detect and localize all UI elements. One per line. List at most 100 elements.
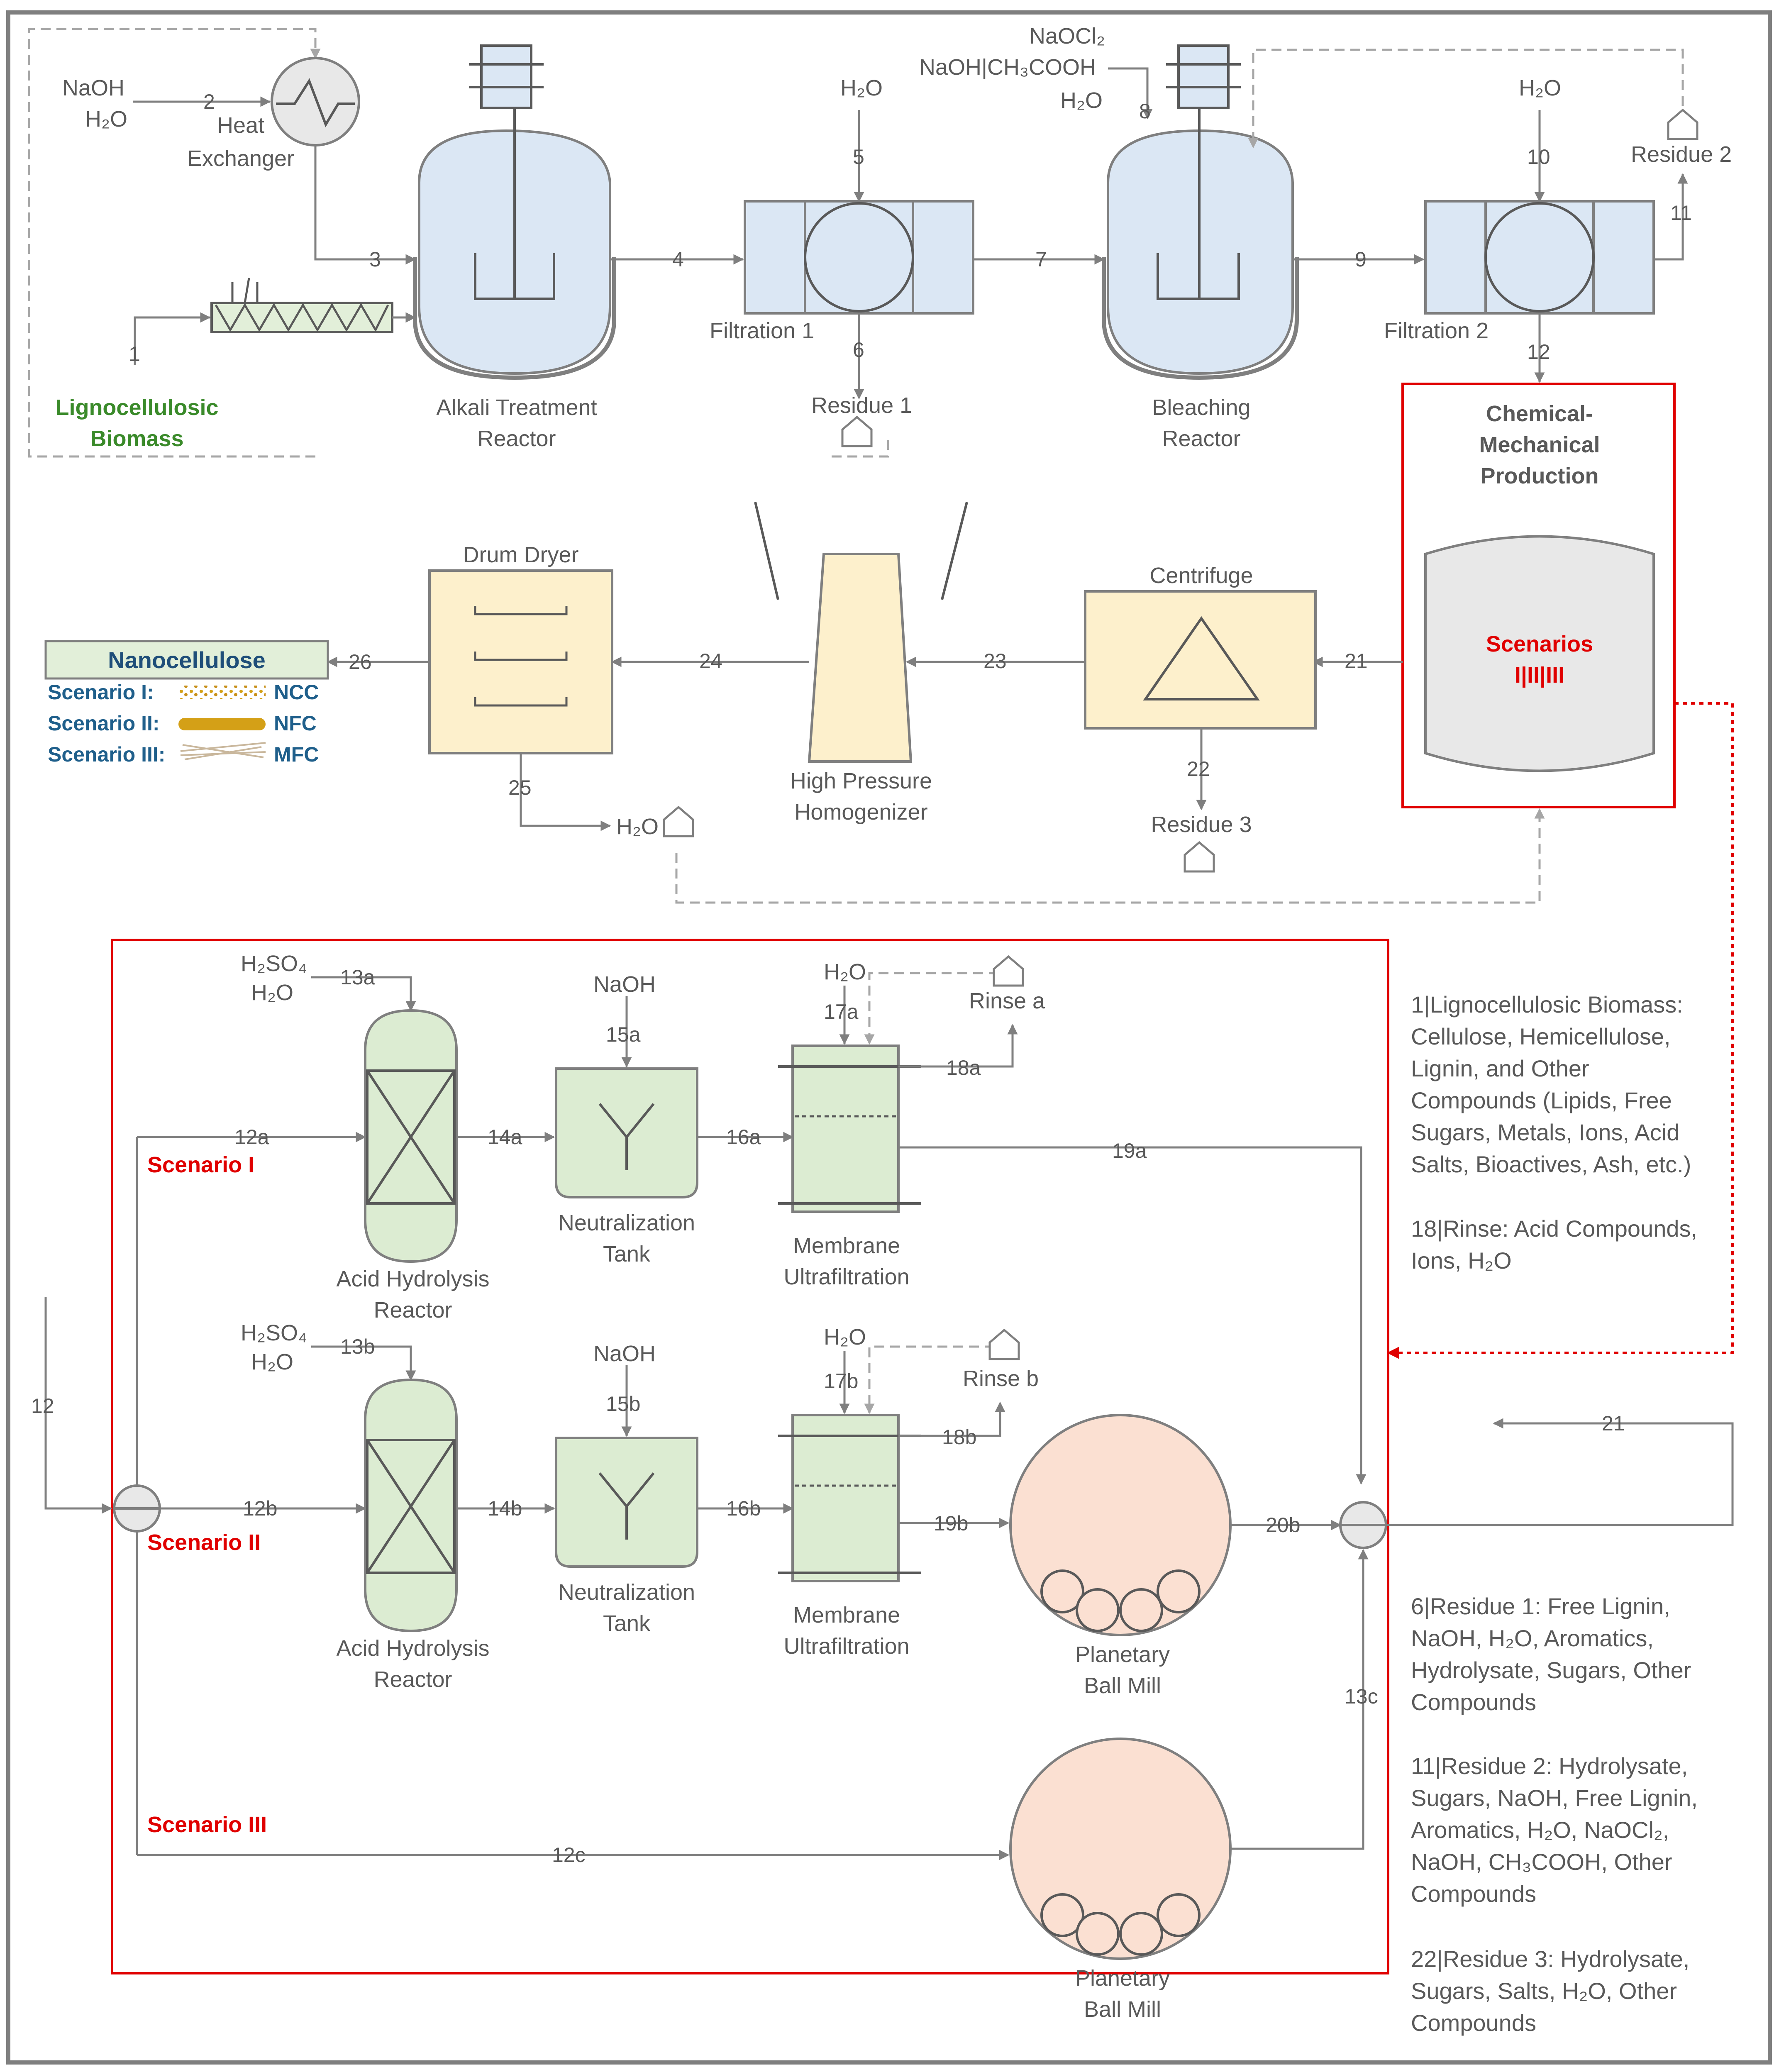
filtration2-label: Filtration 2: [1384, 318, 1489, 343]
stream-19a-line: [898, 1146, 1367, 1485]
planetary-ball-mill-c: [1009, 1738, 1232, 1960]
filt2-h2o: H₂O: [1519, 76, 1561, 100]
stream-1-line: [134, 312, 211, 365]
ncc-icon: [178, 686, 266, 699]
neutralization-b-label-2: Tank: [603, 1611, 651, 1636]
mixer: [1339, 1501, 1387, 1549]
note-residue1: 6|Residue 1: Free Lignin, NaOH, H₂O, Aro…: [1411, 1593, 1691, 1715]
note-6-line-2: NaOH, H₂O, Aromatics,: [1411, 1625, 1654, 1651]
scenarios-vessel: [1424, 535, 1655, 772]
feed-label-2: Biomass: [90, 426, 183, 451]
stream-16b-label: 16b: [726, 1497, 761, 1520]
residue2-icon: [1667, 108, 1698, 140]
stream-14b-label: 14b: [488, 1497, 522, 1520]
stream-23-label: 23: [983, 649, 1007, 673]
residue2-label: Residue 2: [1631, 142, 1732, 167]
centrifuge-label: Centrifuge: [1149, 563, 1253, 588]
rinse-b-icon: [988, 1328, 1020, 1360]
stream-12a-label: 12a: [234, 1125, 269, 1149]
screw-feeder: [210, 278, 393, 333]
splitter: [113, 1484, 161, 1533]
scenario-II-label: Scenario II: [147, 1530, 261, 1555]
membrane-ultrafiltration-b: [778, 1414, 921, 1582]
acid-a-h2so4: H₂SO₄: [241, 951, 307, 976]
stream-7-label: 7: [1035, 248, 1047, 271]
note-18-line-2: Ions, H₂O: [1411, 1247, 1512, 1274]
stream-18a-line: [898, 1024, 1018, 1068]
stream-17b-label: 17b: [824, 1369, 858, 1393]
filtration1-label: Filtration 1: [710, 318, 814, 343]
h2o-out-icon: [663, 805, 694, 837]
stream-12-main-line: [44, 1297, 112, 1514]
stream-25-line: [520, 753, 611, 831]
scenarios-label-1: Scenarios: [1486, 632, 1593, 656]
nanocellulose-box: [44, 640, 329, 680]
heat-exchanger-label-2: Exchanger: [187, 146, 294, 171]
stream-15a-label: 15a: [606, 1023, 641, 1046]
bleach-naocl2: NaOCl₂: [1029, 24, 1105, 49]
neutralization-a-label-2: Tank: [603, 1242, 651, 1267]
stream-18b-line: [898, 1401, 1005, 1437]
stream-11-label: 11: [1670, 201, 1692, 225]
note-22-line-3: Compounds: [1411, 2010, 1536, 2036]
heat-exchanger: [271, 57, 360, 146]
residue2-recycle: [1248, 49, 1684, 149]
stream-21-label: 21: [1345, 649, 1368, 673]
membrane-ultrafiltration-a: [778, 1045, 921, 1213]
drum-dryer-label: Drum Dryer: [463, 542, 579, 567]
note-11-line-5: Compounds: [1411, 1881, 1536, 1907]
residue1-recycle: [826, 440, 889, 458]
stream-10-label: 10: [1527, 145, 1550, 168]
stream-14a-label: 14a: [488, 1125, 522, 1149]
stream-15b-label: 15b: [606, 1392, 640, 1416]
membrane-b-label-2: Ultrafiltration: [783, 1634, 909, 1659]
stream-16a-label: 16a: [726, 1125, 761, 1149]
centrifuge: [1084, 590, 1317, 730]
neutralization-a-label-1: Neutralization: [558, 1210, 695, 1235]
stream-20b-label: 20b: [1266, 1513, 1300, 1537]
note-11-line-2: Sugars, NaOH, Free Lignin,: [1411, 1785, 1698, 1811]
note-6-line-3: Hydrolysate, Sugars, Other: [1411, 1657, 1691, 1683]
note-22-line-1: 22|Residue 3: Hydrolysate,: [1411, 1946, 1689, 1972]
residue3-label: Residue 3: [1151, 812, 1252, 837]
stream-9-label: 9: [1355, 248, 1367, 271]
planetary-ball-mill-b: [1009, 1414, 1232, 1636]
h2o-input: H₂O: [85, 107, 127, 132]
note-11-line-1: 11|Residue 2: Hydrolysate,: [1411, 1753, 1688, 1779]
stream-13b-line: [311, 1345, 416, 1381]
heat-exchanger-label-1: Heat: [217, 113, 264, 138]
stream-17a-label: 17a: [824, 1000, 859, 1023]
high-pressure-homogenizer: [754, 502, 968, 763]
scenarios-label-2: I|II|III: [1515, 663, 1564, 688]
scenarios-link: [1387, 702, 1734, 1359]
acid-hydrolysis-reactor-a: [364, 1009, 458, 1263]
feed-label-1: Lignocellulosic: [55, 395, 218, 420]
bleaching-label-1: Bleaching: [1152, 395, 1250, 420]
bleaching-reactor: [1102, 44, 1299, 380]
stream-13a-line: [311, 976, 416, 1012]
note-1-line-2: Cellulose, Hemicellulose,: [1411, 1023, 1671, 1049]
membrane-a-label-1: Membrane: [793, 1233, 900, 1258]
product-row-3-scenario: Scenario III:: [48, 743, 165, 766]
filt1-h2o: H₂O: [840, 76, 883, 100]
note-6-line-1: 6|Residue 1: Free Lignin,: [1411, 1593, 1670, 1619]
product-row-2-type: NFC: [274, 712, 317, 735]
stream-24-label: 24: [699, 649, 722, 673]
stream-12c-label: 12c: [552, 1843, 586, 1867]
neutralization-tank-b: [555, 1437, 698, 1568]
filtration-1: [744, 200, 974, 315]
stream-26-label: 26: [349, 650, 372, 674]
chem-mech-label-2: Mechanical: [1479, 432, 1600, 457]
alkali-label-1: Alkali Treatment: [436, 395, 597, 420]
stream-13a-label: 13a: [340, 966, 375, 989]
note-1-line-6: Salts, Bioactives, Ash, etc.): [1411, 1151, 1691, 1177]
note-22-line-2: Sugars, Salts, H₂O, Other: [1411, 1978, 1677, 2004]
note-biomass: 1|Lignocellulosic Biomass: Cellulose, He…: [1411, 991, 1691, 1177]
acid-a-label-1: Acid Hydrolysis: [336, 1267, 489, 1291]
stream-13c-label: 13c: [1345, 1685, 1378, 1708]
stream-2-label: 2: [203, 90, 215, 113]
note-residue3: 22|Residue 3: Hydrolysate, Sugars, Salts…: [1411, 1946, 1689, 2036]
rinse-b-label: Rinse b: [963, 1366, 1039, 1391]
mfc-icon: [180, 742, 266, 760]
naoh-input: NaOH: [62, 76, 124, 100]
